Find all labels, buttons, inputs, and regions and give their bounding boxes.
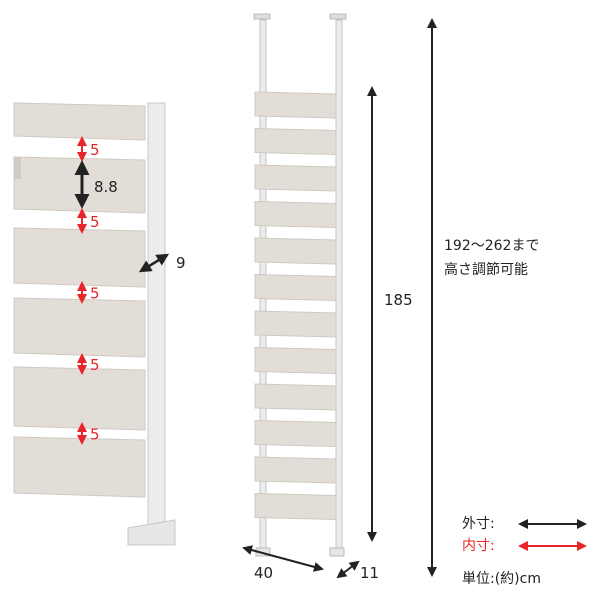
detail-slat xyxy=(13,227,146,288)
depth-arrow xyxy=(336,560,360,579)
gap-label: 5 xyxy=(90,141,100,159)
detail-view xyxy=(13,102,176,546)
gap-label: 5 xyxy=(90,213,100,231)
detail-slat xyxy=(13,366,146,431)
gap-label: 5 xyxy=(90,285,100,303)
detail-slat xyxy=(13,297,146,358)
detail-slat xyxy=(13,102,146,141)
unit-label: 単位:(約)cm xyxy=(462,571,541,587)
height-label: 185 xyxy=(384,291,413,309)
detail-depth-label: 9 xyxy=(176,254,186,272)
detail-depth-arrow xyxy=(138,253,170,273)
gap-label: 5 xyxy=(90,426,100,444)
right-pole xyxy=(335,19,343,556)
product-slat xyxy=(254,456,337,484)
product-slat xyxy=(254,200,337,229)
left-top-cap xyxy=(253,13,271,20)
right-top-cap xyxy=(329,13,347,20)
product-slat xyxy=(254,237,337,265)
right-foot xyxy=(329,547,345,557)
product-slat xyxy=(254,492,337,521)
width-label: 40 xyxy=(254,564,273,582)
product-slat xyxy=(254,127,337,156)
depth-label: 11 xyxy=(360,564,379,582)
product-slat xyxy=(254,383,337,411)
detail-post xyxy=(147,102,166,529)
product-slat xyxy=(254,91,337,119)
detail-slat xyxy=(13,436,146,498)
hook xyxy=(14,157,21,179)
product-slat xyxy=(254,310,337,338)
product-view xyxy=(253,13,347,557)
outer-dimension-label: 外寸: xyxy=(462,516,495,532)
gap-label: 5 xyxy=(90,356,100,374)
inner-dimension-label: 内寸: xyxy=(462,538,495,554)
adjustable-range-label: 192～262まで xyxy=(444,238,539,254)
legend: 外寸: 内寸: 単位:(約)cm xyxy=(462,516,587,587)
slat-height-label: 8.8 xyxy=(94,178,118,196)
product-slat xyxy=(254,346,337,375)
product-slat xyxy=(254,273,337,302)
adjustable-note-label: 高さ調節可能 xyxy=(444,261,528,278)
detail-foot xyxy=(127,519,176,546)
detail-slat xyxy=(13,156,146,214)
product-slat xyxy=(254,419,337,448)
width-arrow xyxy=(242,545,324,572)
product-slat xyxy=(254,164,337,192)
